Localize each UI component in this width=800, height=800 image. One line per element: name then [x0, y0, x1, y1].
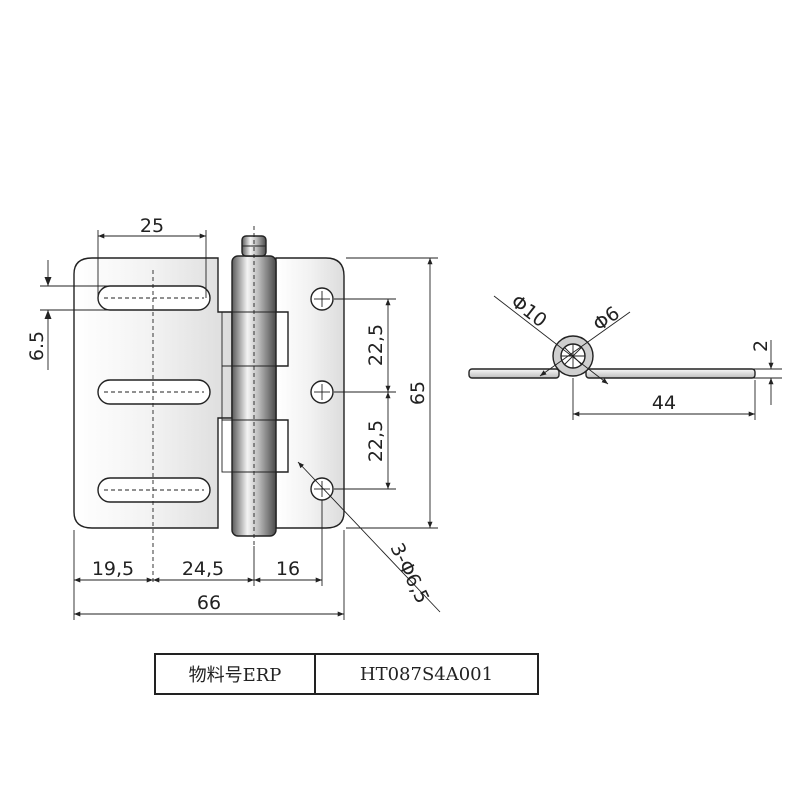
dim-side-length: 44: [572, 378, 756, 420]
dim-total-height: 65: [346, 257, 438, 529]
dim-label-side-length: 44: [652, 392, 676, 414]
dim-label-pin-inner: Φ6: [589, 302, 624, 336]
dim-label-16: 16: [276, 558, 300, 580]
title-block-label: 物料号ERP: [156, 655, 316, 693]
dim-label-total-height: 65: [407, 381, 429, 405]
dim-label-19-5: 19,5: [92, 558, 134, 580]
side-leaf-right: [585, 368, 756, 379]
dim-thickness: 2: [750, 340, 782, 405]
title-block: 物料号ERP HT087S4A001: [154, 653, 539, 695]
dim-label-slot-height: 6.5: [26, 331, 48, 361]
dim-label-slot-width: 25: [140, 215, 164, 237]
dim-slot-height: 6.5: [26, 260, 110, 370]
dim-label-hole-spacing-bottom: 22,5: [365, 420, 387, 462]
dim-label-total-width: 66: [197, 592, 221, 614]
side-leaf-left: [468, 368, 560, 379]
title-block-part-number: HT087S4A001: [359, 663, 494, 685]
dim-hole-spacing: 22,5 22,5: [334, 298, 396, 490]
dim-hole-callout: 3-Φ6,5: [297, 461, 441, 613]
dim-label-hole-spacing-top: 22,5: [365, 324, 387, 366]
side-view: [468, 335, 756, 379]
dim-label-thickness: 2: [750, 340, 772, 352]
dim-horizontal-chain: 19,5 24,5 16 66: [73, 500, 345, 620]
front-view: [73, 226, 345, 582]
mounting-slots: [97, 270, 211, 582]
right-leaf: [275, 257, 345, 529]
dim-label-24-5: 24,5: [182, 558, 224, 580]
dim-label-pin-outer: Φ10: [507, 291, 551, 332]
dim-slot-width: 25: [97, 215, 207, 298]
mounting-holes: [310, 287, 334, 501]
dim-label-hole-callout: 3-Φ6,5: [385, 540, 433, 607]
